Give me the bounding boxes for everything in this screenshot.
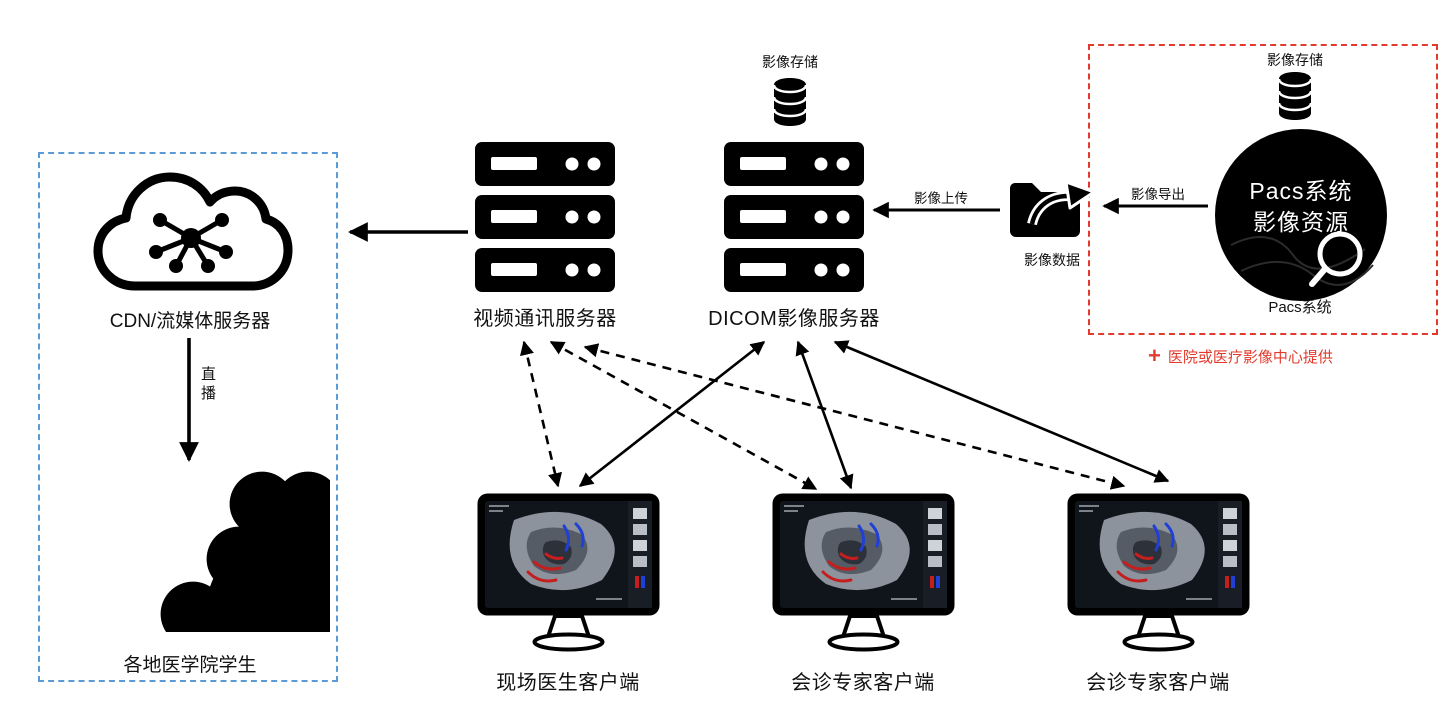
live-edge-label: 直播: [199, 366, 216, 404]
network-node-icon: [149, 213, 233, 273]
folder-label: 影像数据: [1024, 252, 1080, 268]
pacs-circle-line1: Pacs系统: [1249, 178, 1353, 204]
cdn-label: CDN/流媒体服务器: [109, 311, 271, 332]
video-server-label: 视频通讯服务器: [473, 308, 617, 330]
link-dicom-client2-solid: [795, 340, 854, 490]
dicom-server-icon: [724, 142, 864, 292]
client-label-1: 现场医生客户端: [496, 672, 640, 694]
image-data-folder-icon: [1010, 180, 1096, 237]
pacs-circle-line2: 影像资源: [1253, 209, 1349, 235]
dicom-storage-icon: [772, 76, 808, 128]
pacs-storage-icon: [1277, 70, 1313, 122]
cdn-cloud-icon: [93, 172, 293, 291]
hospital-note-text: 医院或医疗影像中心提供: [1167, 348, 1333, 366]
export-edge-label: 影像导出: [1131, 187, 1185, 202]
students-label: 各地医学院学生: [123, 655, 257, 676]
link-dicom-client3-solid: [833, 340, 1170, 483]
export-arrow-decoration: [1064, 180, 1096, 210]
upload-edge-label: 影像上传: [914, 191, 968, 206]
pacs-system-icon: [1215, 129, 1387, 301]
students-crowd-icon: [50, 470, 330, 632]
client-label-3: 会诊专家客户端: [1086, 672, 1230, 694]
client-monitor-1: [476, 492, 661, 652]
video-server-icon: [475, 142, 615, 292]
link-video-client2-dashed: [549, 340, 818, 491]
client-label-2: 会诊专家客户端: [791, 672, 935, 694]
dicom-server-label: DICOM影像服务器: [708, 308, 880, 330]
contour-decoration: [1230, 236, 1366, 270]
magnifier-icon: [1309, 231, 1363, 287]
link-video-client1-dashed: [519, 340, 563, 488]
plus-icon: +: [1148, 343, 1161, 368]
client-monitor-2: [771, 492, 956, 652]
client-monitor-3: [1066, 492, 1251, 652]
hospital-note: + 医院或医疗影像中心提供: [1148, 345, 1333, 367]
broadcast-group-box: [38, 152, 338, 682]
contour-decoration: [1240, 260, 1374, 286]
pacs-circle-text: Pacs系统 影像资源: [1213, 176, 1389, 238]
pacs-caption: Pacs系统: [1268, 299, 1332, 316]
link-dicom-client1-solid: [578, 340, 766, 488]
dicom-storage-label: 影像存储: [762, 54, 818, 70]
link-video-client3-dashed: [583, 343, 1126, 490]
pacs-storage-label: 影像存储: [1267, 52, 1323, 68]
